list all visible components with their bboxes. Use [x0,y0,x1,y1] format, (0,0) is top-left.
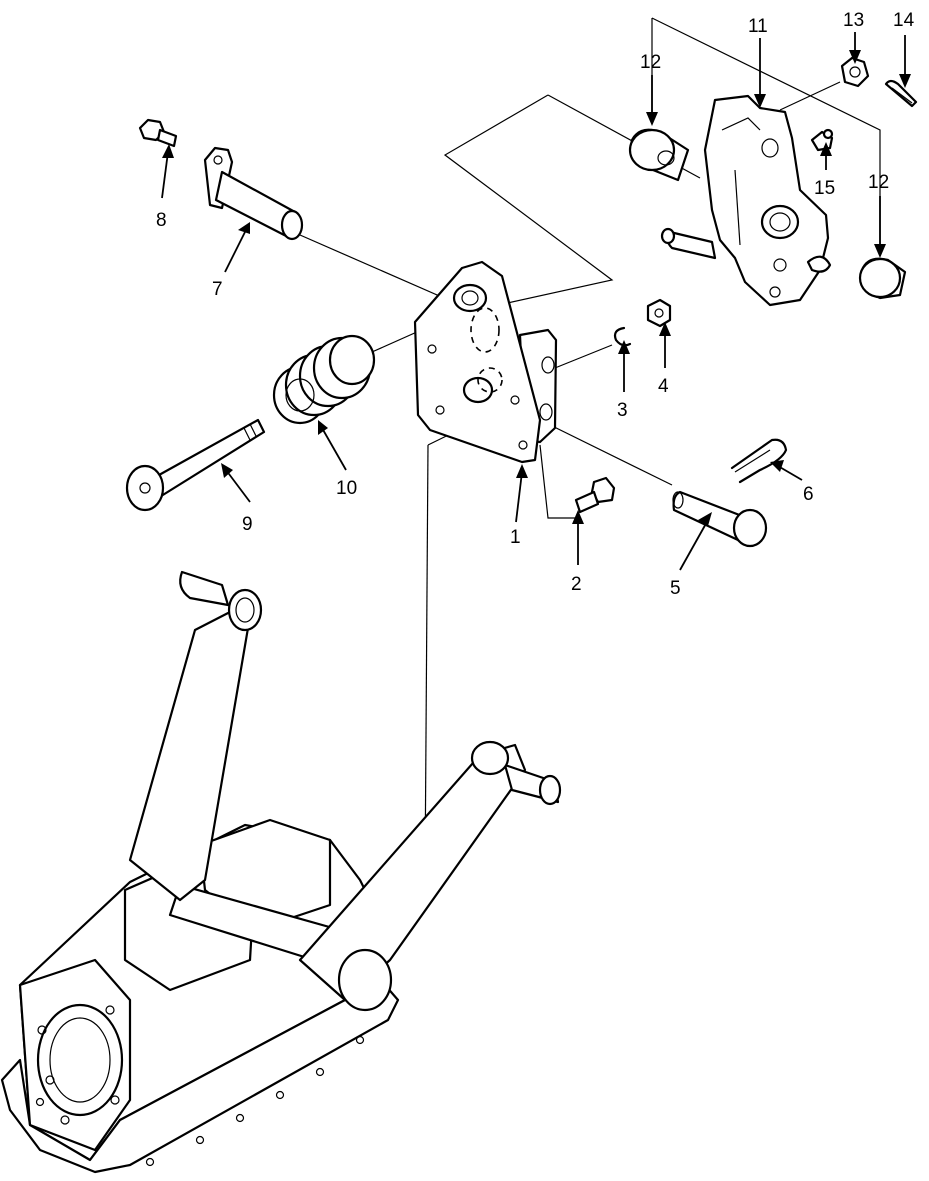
callout-1: 1 [510,527,521,548]
clevis-pin-5 [672,490,768,548]
callout-14: 14 [893,10,915,31]
bolt-8 [138,118,178,148]
leader-arrows [161,32,911,571]
callout-labels: 1 2 3 4 5 6 7 8 9 10 11 12 12 13 14 15 [156,10,915,599]
nut-4 [646,298,672,328]
callout-9: 9 [242,514,253,535]
nut-13 [840,56,870,88]
callout-3: 3 [617,400,628,421]
spring-10 [272,334,376,425]
hairpin-clip-6 [730,438,788,484]
lift-arm-housing-assembly [0,570,562,1174]
pin-7 [203,146,304,241]
bolt-2 [574,476,616,514]
bushing-12-right [858,257,907,300]
callout-11: 11 [748,16,768,37]
callout-10: 10 [336,478,357,499]
callout-12-left: 12 [640,52,661,73]
grease-fitting-15 [810,128,834,152]
callout-15: 15 [814,178,835,199]
callout-4: 4 [658,376,669,397]
cotter-pin-14 [884,79,918,108]
callout-8: 8 [156,210,167,231]
callout-12-right: 12 [868,172,889,193]
callout-2: 2 [571,574,582,595]
callout-5: 5 [670,578,681,599]
callout-6: 6 [803,484,814,505]
bracket-11 [660,94,832,307]
callout-13: 13 [843,10,864,31]
long-bolt-9 [125,418,266,512]
bushing-12-left [628,128,690,182]
plate-1 [413,260,558,464]
callout-7: 7 [212,279,223,300]
snap-ring-3 [613,326,632,347]
